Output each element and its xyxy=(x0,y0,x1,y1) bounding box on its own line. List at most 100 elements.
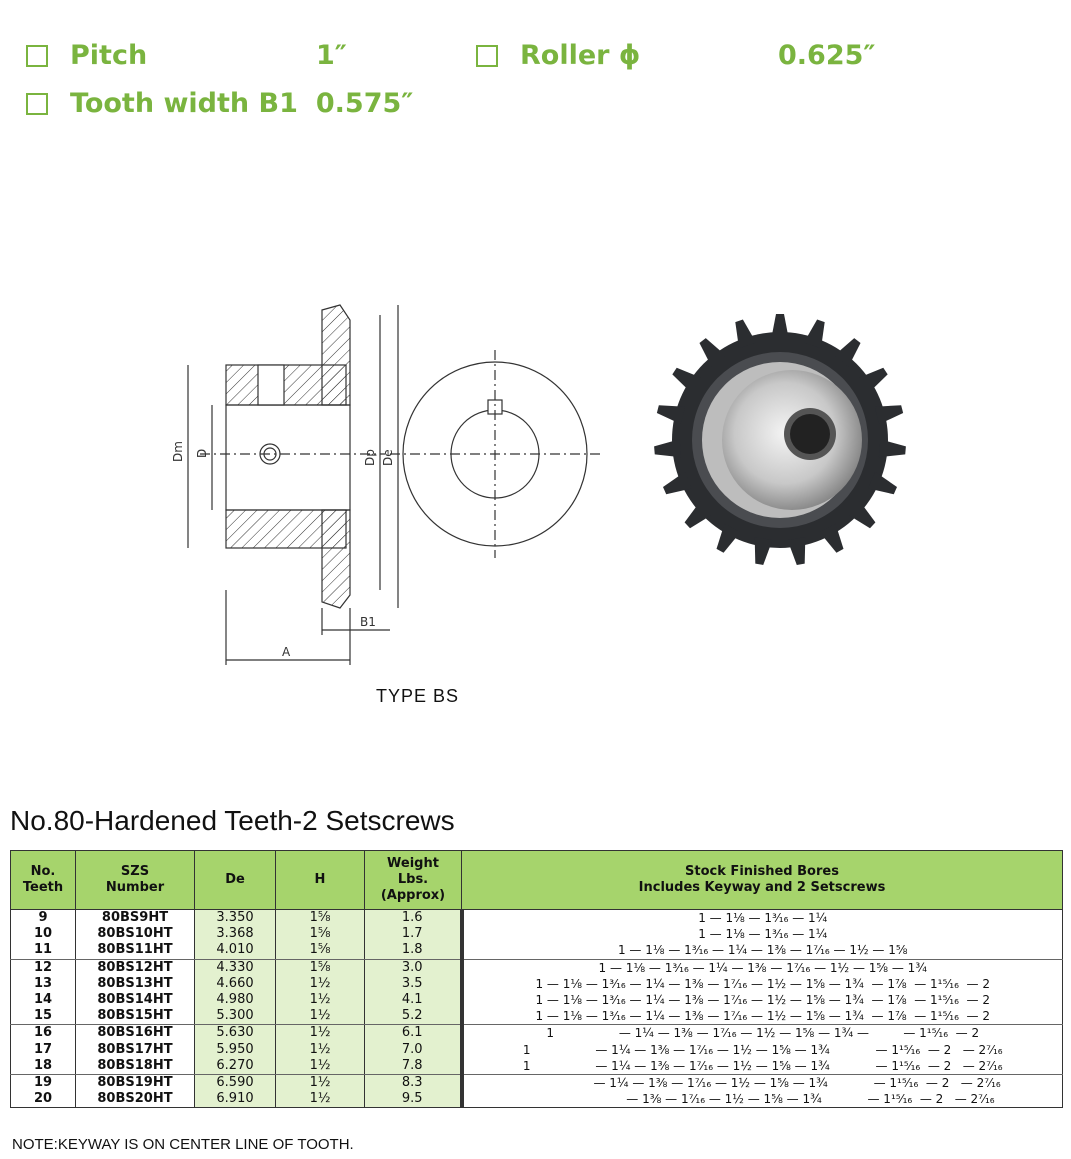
teeth-cell: 17 xyxy=(10,1041,76,1058)
sprocket-tooth xyxy=(847,501,876,529)
pitch-value: 1″ xyxy=(316,40,347,71)
sprocket-tooth xyxy=(684,501,713,529)
number-cell: 80BS13HT xyxy=(75,975,195,992)
header-de: De xyxy=(194,850,276,910)
header-number: SZS Number xyxy=(75,850,195,910)
weight-cell: 1.8 xyxy=(364,942,462,960)
sprocket-photo xyxy=(654,314,906,565)
h-cell: 1½ xyxy=(275,1057,365,1075)
roller-label: Roller ϕ xyxy=(520,40,641,71)
number-cell: 80BS15HT xyxy=(75,1008,195,1026)
checkbox-icon xyxy=(26,44,48,67)
bores-cell: 1 — 1⅛ — 1³⁄₁₆ — 1¼ — 1⅜ — 1⁷⁄₁₆ — 1½ — … xyxy=(459,959,1063,976)
weight-cell: 8.3 xyxy=(364,1074,462,1092)
teeth-cell: 9 xyxy=(10,909,76,927)
bores-cell: 1 — 1⅛ — 1³⁄₁₆ — 1¼ — 1⅜ — 1⁷⁄₁₆ — 1½ — … xyxy=(459,975,1063,992)
number-cell: 80BS17HT xyxy=(75,1041,195,1058)
sprocket-tooth xyxy=(735,319,757,349)
de-cell: 4.980 xyxy=(194,991,276,1009)
roller-spec: Roller ϕ xyxy=(476,40,640,71)
roller-value-text: 0.625″ xyxy=(778,40,876,71)
bores-cell: 1 — 1¼ — 1⅜ — 1⁷⁄₁₆ — 1½ — 1⅝ — 1¾ — 1¹⁵… xyxy=(459,1057,1063,1075)
bores-cell: — 1⅜ — 1⁷⁄₁₆ — 1½ — 1⅝ — 1¾ — 1¹⁵⁄₁₆ — 2… xyxy=(459,1091,1063,1108)
header-teeth: No. Teeth xyxy=(10,850,76,910)
number-cell: 80BS16HT xyxy=(75,1024,195,1042)
weight-cell: 1.7 xyxy=(364,926,462,943)
bores-cell: 1 — 1⅛ — 1³⁄₁₆ — 1¼ xyxy=(459,926,1063,943)
sprocket-tooth xyxy=(771,314,789,340)
checkbox-icon xyxy=(476,44,498,67)
sprocket-tooth xyxy=(663,471,693,495)
h-cell: 1½ xyxy=(275,1091,365,1108)
de-label: De xyxy=(381,449,395,466)
table-title: No.80-Hardened Teeth-2 Setscrews xyxy=(10,805,455,836)
de-cell: 5.950 xyxy=(194,1041,276,1058)
de-cell: 5.300 xyxy=(194,1008,276,1026)
h-cell: 1½ xyxy=(275,975,365,992)
h-cell: 1⅝ xyxy=(275,909,365,927)
de-cell: 4.660 xyxy=(194,975,276,992)
bores-cell: 1 — 1⅛ — 1³⁄₁₆ — 1¼ — 1⅜ — 1⁷⁄₁₆ — 1½ — … xyxy=(459,1008,1063,1026)
de-cell: 6.270 xyxy=(194,1057,276,1075)
header-weight: Weight Lbs. (Approx) xyxy=(364,850,462,910)
footnote: NOTE:KEYWAY IS ON CENTER LINE OF TOOTH. xyxy=(12,1136,354,1153)
number-cell: 80BS20HT xyxy=(75,1091,195,1108)
h-cell: 1½ xyxy=(275,991,365,1009)
bores-cell: 1 — 1¼ — 1⅜ — 1⁷⁄₁₆ — 1½ — 1⅝ — 1¾ — 1¹⁵… xyxy=(459,1041,1063,1058)
h-cell: 1½ xyxy=(275,1008,365,1026)
sprocket-technical-drawing: Dm D Dp De B1 A xyxy=(171,304,600,665)
sprocket-tooth xyxy=(787,537,806,565)
sprocket-tooth xyxy=(858,367,888,393)
pitch-value-text: 1″ xyxy=(316,40,347,71)
bores-cell: 1 — 1⅛ — 1³⁄₁₆ — 1¼ — 1⅜ — 1⁷⁄₁₆ — 1½ — … xyxy=(459,991,1063,1009)
weight-cell: 1.6 xyxy=(364,909,462,927)
de-cell: 3.350 xyxy=(194,909,276,927)
sprocket-tooth xyxy=(716,523,741,553)
specifications-table: No. Teeth SZS Number De H Weight Lbs. (A… xyxy=(10,850,1063,1109)
weight-cell: 3.0 xyxy=(364,959,462,976)
h-cell: 1⅝ xyxy=(275,959,365,976)
sprocket-tooth xyxy=(672,367,702,393)
weight-cell: 4.1 xyxy=(364,991,462,1009)
sprocket-tooth xyxy=(654,439,682,458)
tooth-width-value: 0.575″ xyxy=(315,88,414,119)
sprocket-tooth xyxy=(803,319,825,349)
dm-label: Dm xyxy=(171,441,185,462)
teeth-cell: 10 xyxy=(10,926,76,943)
number-cell: 80BS14HT xyxy=(75,991,195,1009)
tooth-width-label: Tooth width B1 xyxy=(70,88,298,119)
h-cell: 1⅝ xyxy=(275,926,365,943)
weight-cell: 9.5 xyxy=(364,1091,462,1108)
checkbox-icon xyxy=(26,92,48,115)
teeth-cell: 11 xyxy=(10,942,76,960)
de-cell: 6.590 xyxy=(194,1074,276,1092)
number-cell: 80BS19HT xyxy=(75,1074,195,1092)
teeth-cell: 19 xyxy=(10,1074,76,1092)
weight-cell: 7.8 xyxy=(364,1057,462,1075)
b1-label: B1 xyxy=(360,615,376,629)
table-header-row: No. Teeth SZS Number De H Weight Lbs. (A… xyxy=(10,850,1063,910)
sprocket-tooth xyxy=(874,405,904,425)
de-cell: 6.910 xyxy=(194,1091,276,1108)
sprocket-tooth xyxy=(699,338,726,367)
bores-cell: 1 — 1¼ — 1⅜ — 1⁷⁄₁₆ — 1½ — 1⅝ — 1¾ — — 1… xyxy=(459,1024,1063,1042)
teeth-cell: 13 xyxy=(10,975,76,992)
bores-cell: 1 — 1⅛ — 1³⁄₁₆ — 1¼ xyxy=(459,909,1063,927)
sprocket-tooth xyxy=(834,338,861,367)
de-cell: 4.010 xyxy=(194,942,276,960)
bores-cell: — 1¼ — 1⅜ — 1⁷⁄₁₆ — 1½ — 1⅝ — 1¾ — 1¹⁵⁄₁… xyxy=(459,1074,1063,1092)
number-cell: 80BS18HT xyxy=(75,1057,195,1075)
pitch-spec: Pitch xyxy=(26,40,147,71)
sprocket-tooth xyxy=(754,537,773,565)
teeth-cell: 15 xyxy=(10,1008,76,1026)
header-h: H xyxy=(275,850,365,910)
drawing-caption: TYPE BS xyxy=(376,686,460,706)
